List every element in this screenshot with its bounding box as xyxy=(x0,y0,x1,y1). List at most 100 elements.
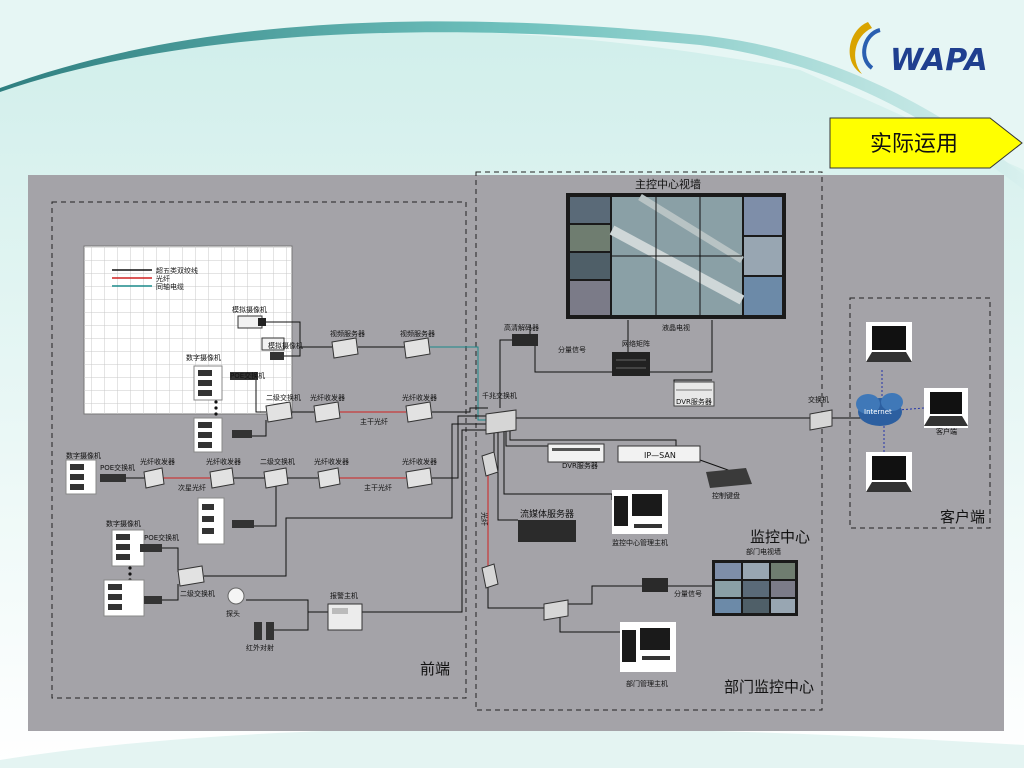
dept-wall-label: 部门电视墙 xyxy=(746,547,781,556)
gigabit-switch-label: 千兆交换机 xyxy=(482,391,517,400)
ip-san-label: IP—SAN xyxy=(644,451,676,460)
fiber-tx-1 xyxy=(313,401,341,423)
l2-switch-label-2: 二级交换机 xyxy=(260,457,295,466)
laptop-icon xyxy=(866,452,912,492)
main-video-wall xyxy=(566,193,786,319)
front-region xyxy=(51,201,467,699)
fiber-tx-v1 xyxy=(481,451,499,477)
dept-region-title: 部门监控中心 xyxy=(724,678,814,696)
dvr-server-2 xyxy=(547,443,605,463)
video-server-2 xyxy=(403,337,431,359)
legend-label-copper: 超五类双绞线 xyxy=(156,266,198,275)
l2-switch-label-3: 二级交换机 xyxy=(180,589,215,598)
legend-label-fiber: 光纤 xyxy=(156,274,170,283)
switch-right-label: 交换机 xyxy=(808,395,829,404)
poe-switch-label-1: POE交换机 xyxy=(230,371,265,380)
banner-text: 实际运用 xyxy=(870,132,958,157)
dept-host-pc xyxy=(620,622,676,672)
client-region-title: 客户端 xyxy=(940,508,985,526)
digital-cam-label-3: 数字摄像机 xyxy=(106,519,141,528)
fiber-tx-v2 xyxy=(481,563,499,589)
laptop-icon xyxy=(924,388,968,428)
video-server-1 xyxy=(331,337,359,359)
logo-text: WAPA xyxy=(890,43,988,78)
dvr-server-label-2: DVR服务器 xyxy=(562,461,598,470)
fiber-tx-label-4: 光纤收发器 xyxy=(206,457,241,466)
gigabit-switch-device xyxy=(485,409,517,435)
fiber-tx-6 xyxy=(405,467,433,489)
dvr-server-1 xyxy=(673,381,715,407)
dept-host-label: 部门管理主机 xyxy=(626,679,668,688)
poe-switch-label-3: POE交换机 xyxy=(144,533,179,542)
digital-camera-stack xyxy=(197,497,225,545)
labels: 主控中心视墙 液晶电视 高清解码器 分量信号 网络矩阵 DVR服务器 千兆交换机… xyxy=(66,177,985,696)
detector-icon xyxy=(227,587,245,605)
fiber-tx-label-2: 光纤收发器 xyxy=(402,393,437,402)
fiber-tx-label-1: 光纤收发器 xyxy=(310,393,345,402)
infrared-label: 红外对射 xyxy=(246,643,274,652)
fiber-tx-label-3: 光纤收发器 xyxy=(140,457,175,466)
l2-switch-label-1: 二级交换机 xyxy=(266,393,301,402)
client-small-label: 客户端 xyxy=(936,427,957,436)
analog-cam-label-2: 模拟摄像机 xyxy=(268,341,303,350)
top-band xyxy=(0,0,1024,170)
split-signal-device xyxy=(642,578,668,592)
poe-switch-3b xyxy=(144,596,162,604)
decoder-device xyxy=(512,334,538,346)
laptop-icon xyxy=(866,322,912,362)
trunk-fiber-label-2: 主干光纤 xyxy=(364,483,392,492)
digital-cam-label-1: 数字摄像机 xyxy=(186,353,221,362)
control-keyboard-device xyxy=(706,468,752,488)
l2-switch-1 xyxy=(265,401,293,423)
analog-camera-icon xyxy=(237,315,266,329)
wapa-logo: WAPA xyxy=(849,22,988,78)
fiber-tx-3 xyxy=(143,467,165,489)
infrared-icon xyxy=(266,622,274,640)
lcd-tv-label: 液晶电视 xyxy=(662,323,690,332)
trunk-fiber-label-1: 主干光纤 xyxy=(360,417,388,426)
poe-switch-2 xyxy=(100,474,126,482)
connections xyxy=(126,320,925,633)
fiber-tx-2 xyxy=(405,401,433,423)
detector-label: 探头 xyxy=(226,609,240,618)
split-signal-label-2: 分量信号 xyxy=(674,589,702,598)
poe-switch-label-2: POE交换机 xyxy=(100,463,135,472)
split-signal-label-1: 分量信号 xyxy=(558,345,586,354)
sub-fiber-label: 次星光纤 xyxy=(178,483,206,492)
poe-switch-2b xyxy=(232,520,254,528)
digital-cam-label-2: 数字摄像机 xyxy=(66,451,101,460)
legend: 超五类双绞线 光纤 同轴电缆 xyxy=(112,266,198,291)
fiber-tx-label-6: 光纤收发器 xyxy=(402,457,437,466)
center-host-pc xyxy=(612,490,668,534)
dome-camera-icon xyxy=(270,352,284,360)
digital-camera-stack xyxy=(103,529,145,617)
digital-camera-stack xyxy=(65,459,97,495)
monitor-region xyxy=(475,171,823,711)
stream-server-device xyxy=(518,520,576,542)
poe-switch-3 xyxy=(140,544,162,552)
logo-ring-icon xyxy=(862,28,881,70)
fiber-tx-5 xyxy=(317,467,341,489)
logo-arc-icon xyxy=(849,22,872,74)
control-keyboard-label: 控制键盘 xyxy=(712,491,740,500)
matrix-device xyxy=(612,352,650,376)
dvr-server-label-1: DVR服务器 xyxy=(676,397,712,406)
l2-switch-3 xyxy=(177,565,205,587)
legend-label-coax: 同轴电缆 xyxy=(156,282,184,291)
video-wall-title: 主控中心视墙 xyxy=(635,177,701,191)
fiber-tx-4 xyxy=(209,467,235,489)
banner-shape xyxy=(829,117,1023,169)
client-region xyxy=(849,297,991,529)
bottom-band xyxy=(0,727,1024,768)
internet-cloud-icon xyxy=(856,393,903,426)
stream-server-label: 流媒体服务器 xyxy=(520,508,574,520)
ip-san-device xyxy=(617,445,701,463)
decoder-label: 高清解码器 xyxy=(504,323,539,332)
poe-switch-1b xyxy=(232,430,252,438)
front-region-title: 前端 xyxy=(420,660,450,678)
fiber-tx-label-5: 光纤收发器 xyxy=(314,457,349,466)
client-switch-device xyxy=(809,409,833,431)
center-host-label: 监控中心管理主机 xyxy=(612,538,668,547)
